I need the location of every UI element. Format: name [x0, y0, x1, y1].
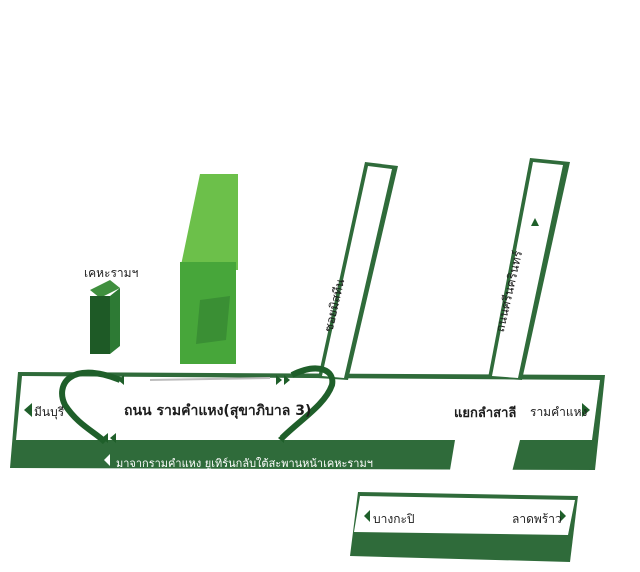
label-minburi: มีนบุรี: [34, 405, 65, 419]
main-road-upper-lane: [16, 376, 600, 440]
arrow-right-ramkhamhaeng: [582, 403, 590, 417]
kheha-building-side: [110, 288, 120, 354]
chevrons-lower: [102, 433, 284, 443]
lower-road-lane: [354, 496, 575, 535]
main-building-accent: [196, 296, 230, 344]
kheha-building-top: [90, 280, 120, 298]
arrow-left-return: [104, 454, 110, 466]
chevrons-right-upper: [276, 375, 290, 385]
uturn-arrow-right: [279, 365, 336, 441]
label-bangkapi: บางกะปิ: [373, 512, 415, 526]
arrow-up-srinakarin: [531, 218, 539, 226]
label-intersection: แยกลำสาลี: [454, 406, 517, 421]
srinakarin-road-lane: [492, 162, 563, 378]
label-kheha: เคหะรามฯ: [84, 266, 139, 280]
building-divider: [149, 377, 271, 381]
label-ladprao: ลาดพร้าว: [512, 512, 562, 526]
kheha-building: [90, 296, 110, 354]
arrow-right-ladprao: [560, 510, 566, 522]
label-ramkhamhaeng-right: รามคำแหง: [530, 405, 588, 419]
soi-road-lane: [322, 166, 392, 378]
main-building-tower: [180, 174, 238, 270]
chevrons-left-upper: [118, 375, 124, 385]
uturn-arrow-left: [59, 369, 122, 445]
junction-connector: [445, 440, 520, 500]
label-main-road: ถนน รามคำแหง(สุขาภิบาล 3): [124, 403, 312, 419]
label-return-note: มาจากรามคำแหง ยูเทิร์นกลับใต้สะพานหน้าเค…: [116, 457, 373, 470]
arrow-left-minburi: [24, 403, 32, 417]
arrow-left-bangkapi: [364, 510, 370, 522]
